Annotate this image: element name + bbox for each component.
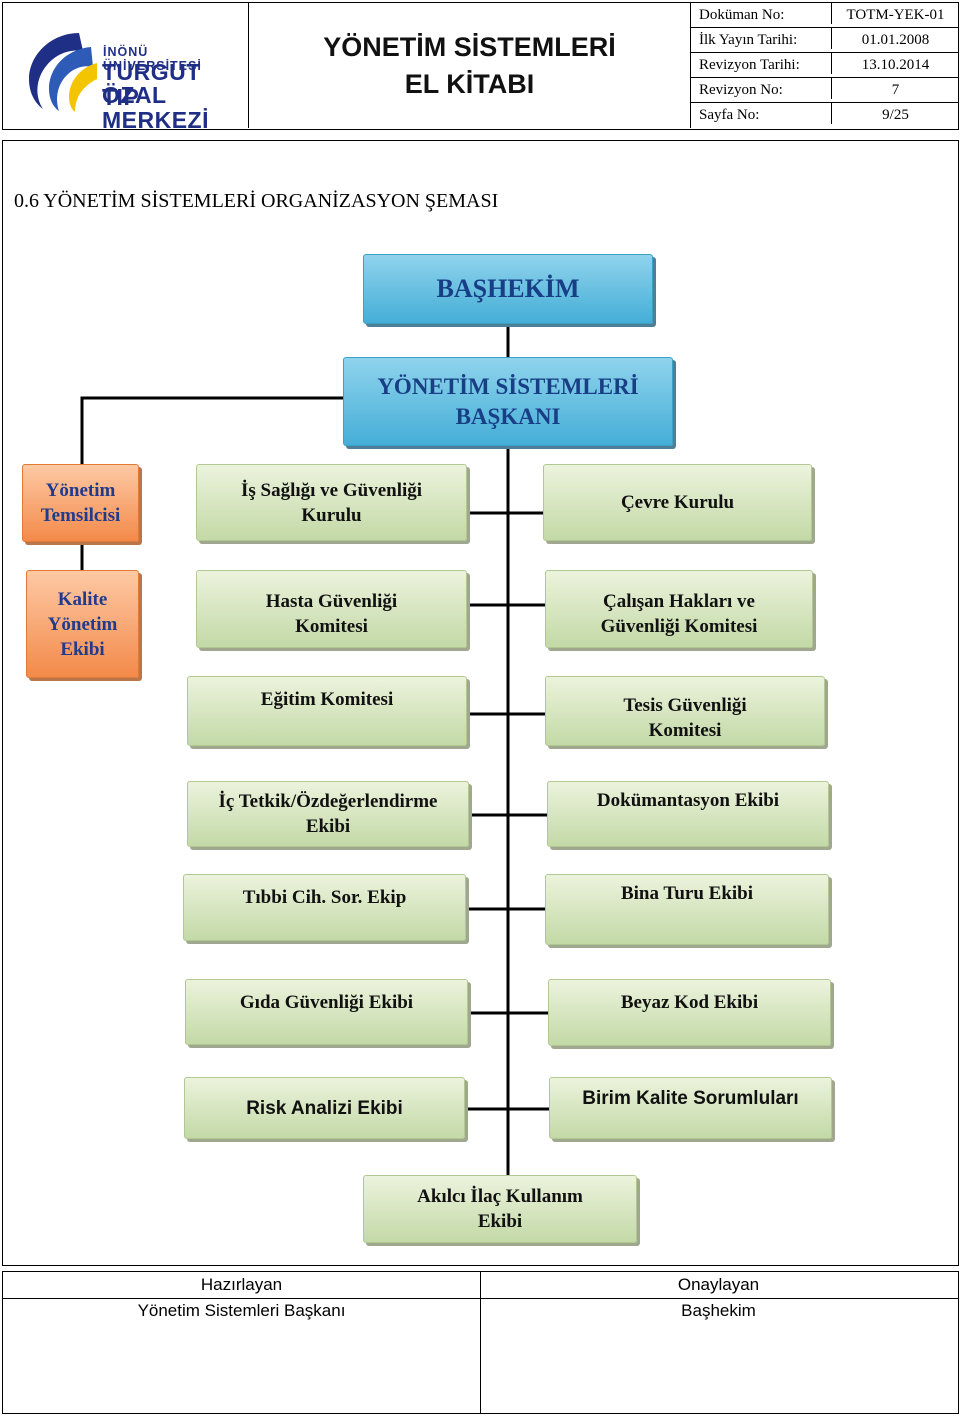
- dokumantasyon-label: Dokümantasyon Ekibi: [596, 790, 780, 811]
- meta-value: 01.01.2008: [831, 28, 959, 49]
- bashekim-box: BAŞHEKİM: [363, 254, 653, 324]
- logo-emblem-icon: [29, 33, 97, 112]
- meta-row: Sayfa No: 9/25: [691, 103, 958, 128]
- hasta-guvenligi-line2: Komitesi: [295, 616, 368, 637]
- manual-title-line1: YÖNETİM SİSTEMLERİ: [323, 31, 616, 62]
- approved-by: Başhekim: [681, 1301, 756, 1320]
- yonetim-temsilcisi-box: Yönetim Temsilcisi: [22, 464, 139, 542]
- hospital-logo: İNÖNÜ ÜNİVERSİTESİ TURGUT ÖZAL TIP MERKE…: [3, 3, 249, 132]
- meta-row: Doküman No: TOTM-YEK-01: [691, 3, 958, 28]
- meta-key: Revizyon No:: [699, 82, 783, 98]
- meta-value: 7: [831, 78, 959, 99]
- beyaz-kod-box: Beyaz Kod Ekibi: [548, 979, 831, 1046]
- tesis-guvenligi-line2: Komitesi: [648, 720, 722, 741]
- tesis-guvenligi-line1: Tesis Güvenliği: [623, 695, 747, 716]
- ic-tetkik-line1: İç Tetkik/Özdeğerlendirme: [218, 791, 438, 812]
- footer-divider-v: [480, 1272, 481, 1413]
- org-chart-frame: [2, 140, 959, 1266]
- ic-tetkik-line2: Ekibi: [305, 816, 351, 837]
- isg-kurulu-line1: İş Sağlığı ve Güvenliği: [240, 479, 423, 501]
- akilci-ilac-line2: Ekibi: [477, 1211, 523, 1232]
- meta-value: 9/25: [831, 103, 959, 124]
- ic-tetkik-box: İç Tetkik/Özdeğerlendirme Ekibi: [187, 781, 469, 847]
- tesis-guvenligi-box: Tesis Güvenliği Komitesi: [545, 676, 825, 746]
- meta-value: 13.10.2014: [831, 53, 959, 74]
- hasta-guvenligi-line1: Hasta Güvenliği: [265, 591, 398, 612]
- logo-center-name: TURGUT ÖZAL: [102, 59, 201, 108]
- akilci-ilac-line1: Akılcı İlaç Kullanım: [417, 1186, 583, 1207]
- yonetim-temsilcisi-line2: Temsilcisi: [40, 505, 121, 526]
- section-title: 0.6 YÖNETİM SİSTEMLERİ ORGANİZASYON ŞEMA…: [14, 190, 499, 212]
- egitim-komitesi-label: Eğitim Komitesi: [260, 689, 394, 710]
- approval-footer: Hazırlayan Yönetim Sistemleri Başkanı On…: [2, 1271, 959, 1414]
- calisan-haklari-line1: Çalışan Hakları ve: [602, 591, 755, 612]
- bina-turu-box: Bina Turu Ekibi: [545, 874, 829, 945]
- isg-kurulu-line2: Kurulu: [301, 504, 362, 526]
- approved-label: Onaylayan: [677, 1275, 760, 1294]
- ys-baskani-line2: BAŞKANI: [455, 403, 561, 429]
- meta-row: Revizyon Tarihi: 13.10.2014: [691, 53, 958, 78]
- document-meta-table: Doküman No: TOTM-YEK-01 İlk Yayın Tarihi…: [691, 3, 958, 128]
- dokumantasyon-box: Dokümantasyon Ekibi: [547, 781, 829, 847]
- kalite-yonetim-ekibi-line3: Ekibi: [60, 638, 105, 660]
- ys-baskani-box: YÖNETİM SİSTEMLERİ BAŞKANI: [343, 357, 673, 446]
- manual-title-line2: EL KİTABI: [404, 68, 535, 99]
- egitim-komitesi-box: Eğitim Komitesi: [187, 676, 467, 746]
- birim-kalite-label: Birim Kalite Sorumluları: [582, 1088, 799, 1109]
- isg-kurulu-box: İş Sağlığı ve Güvenliği Kurulu: [196, 464, 467, 541]
- risk-analizi-box: Risk Analizi Ekibi: [184, 1077, 465, 1139]
- logo-university-text: İNÖNÜ ÜNİVERSİTESİ: [103, 45, 202, 73]
- tibbi-cihaz-label: Tıbbi Cih. Sor. Ekip: [242, 887, 407, 908]
- bina-turu-label: Bina Turu Ekibi: [620, 883, 754, 904]
- meta-key: İlk Yayın Tarihi:: [699, 32, 798, 48]
- prepared-label: Hazırlayan: [200, 1275, 283, 1294]
- manual-title: YÖNETİM SİSTEMLERİ EL KİTABI: [249, 3, 691, 128]
- hasta-guvenligi-box: Hasta Güvenliği Komitesi: [196, 570, 467, 648]
- cevre-kurulu-label: Çevre Kurulu: [620, 492, 735, 513]
- akilci-ilac-box: Akılcı İlaç Kullanım Ekibi: [363, 1175, 637, 1243]
- kalite-yonetim-ekibi-box: Kalite Yönetim Ekibi: [26, 570, 139, 678]
- birim-kalite-box: Birim Kalite Sorumluları: [549, 1077, 832, 1139]
- tibbi-cihaz-box: Tıbbi Cih. Sor. Ekip: [183, 874, 466, 941]
- meta-row: Revizyon No: 7: [691, 78, 958, 103]
- meta-row: İlk Yayın Tarihi: 01.01.2008: [691, 28, 958, 53]
- prepared-by: Yönetim Sistemleri Başkanı: [137, 1301, 346, 1320]
- calisan-haklari-box: Çalışan Hakları ve Güvenliği Komitesi: [545, 570, 813, 648]
- calisan-haklari-line2: Güvenliği Komitesi: [600, 616, 758, 637]
- ys-baskani-line1: YÖNETİM SİSTEMLERİ: [377, 373, 639, 399]
- beyaz-kod-label: Beyaz Kod Ekibi: [620, 992, 759, 1013]
- yonetim-temsilcisi-line1: Yönetim: [45, 480, 116, 501]
- meta-value: TOTM-YEK-01: [831, 3, 959, 24]
- risk-analizi-label: Risk Analizi Ekibi: [246, 1097, 403, 1119]
- document-header: İNÖNÜ ÜNİVERSİTESİ TURGUT ÖZAL TIP MERKE…: [2, 2, 959, 132]
- kalite-yonetim-ekibi-line2: Yönetim: [47, 613, 118, 635]
- meta-key: Doküman No:: [699, 7, 785, 23]
- cevre-kurulu-box: Çevre Kurulu: [543, 464, 812, 541]
- gida-guvenligi-box: Gıda Güvenliği Ekibi: [185, 979, 468, 1045]
- gida-guvenligi-label: Gıda Güvenliği Ekibi: [239, 992, 414, 1013]
- meta-key: Sayfa No:: [699, 107, 760, 123]
- kalite-yonetim-ekibi-line1: Kalite: [57, 588, 108, 610]
- meta-key: Revizyon Tarihi:: [699, 57, 800, 73]
- logo-center-type: TIP MERKEZİ: [102, 84, 209, 133]
